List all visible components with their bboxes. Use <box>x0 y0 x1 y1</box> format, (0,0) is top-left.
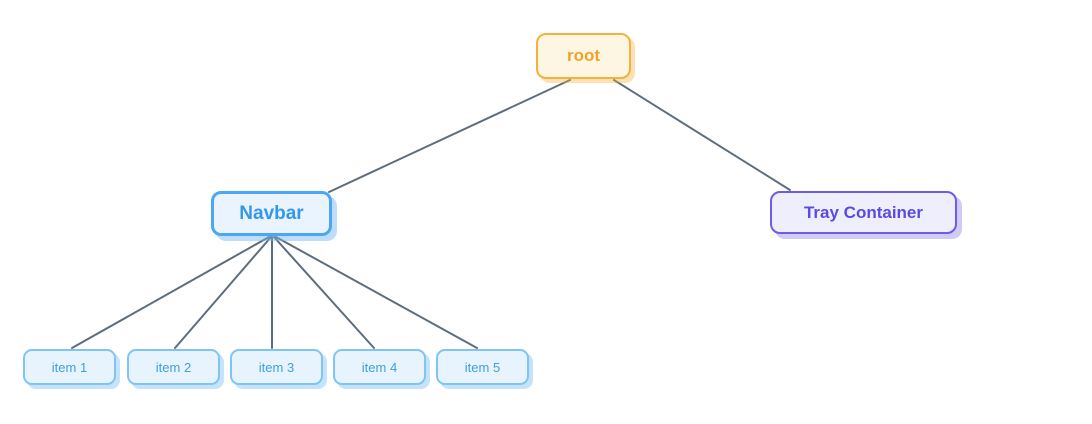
node-item-5[interactable]: item 5 <box>436 349 529 385</box>
node-navbar-label: Navbar <box>239 202 304 224</box>
node-tray-container[interactable]: Tray Container <box>770 191 957 234</box>
node-item-3-label: item 3 <box>258 359 295 375</box>
edge-root-to-tray <box>613 79 791 191</box>
edges-group <box>71 79 791 349</box>
node-item-2-label: item 2 <box>155 359 192 375</box>
edge-navbar-to-item5 <box>275 236 478 349</box>
node-item-5-label: item 5 <box>464 359 501 375</box>
node-item-4-label: item 4 <box>361 359 398 375</box>
node-root[interactable]: root <box>536 33 631 79</box>
edge-navbar-to-item1 <box>71 236 270 349</box>
node-item-3[interactable]: item 3 <box>230 349 323 385</box>
node-item-1-label: item 1 <box>51 359 88 375</box>
edge-root-to-navbar <box>328 79 571 193</box>
node-root-label: root <box>566 46 601 65</box>
node-item-1[interactable]: item 1 <box>23 349 116 385</box>
node-tray-container-label: Tray Container <box>803 202 924 222</box>
node-item-2[interactable]: item 2 <box>127 349 220 385</box>
node-navbar[interactable]: Navbar <box>211 191 332 236</box>
edge-navbar-to-item4 <box>273 236 375 349</box>
node-item-4[interactable]: item 4 <box>333 349 426 385</box>
edge-navbar-to-item2 <box>174 236 272 349</box>
